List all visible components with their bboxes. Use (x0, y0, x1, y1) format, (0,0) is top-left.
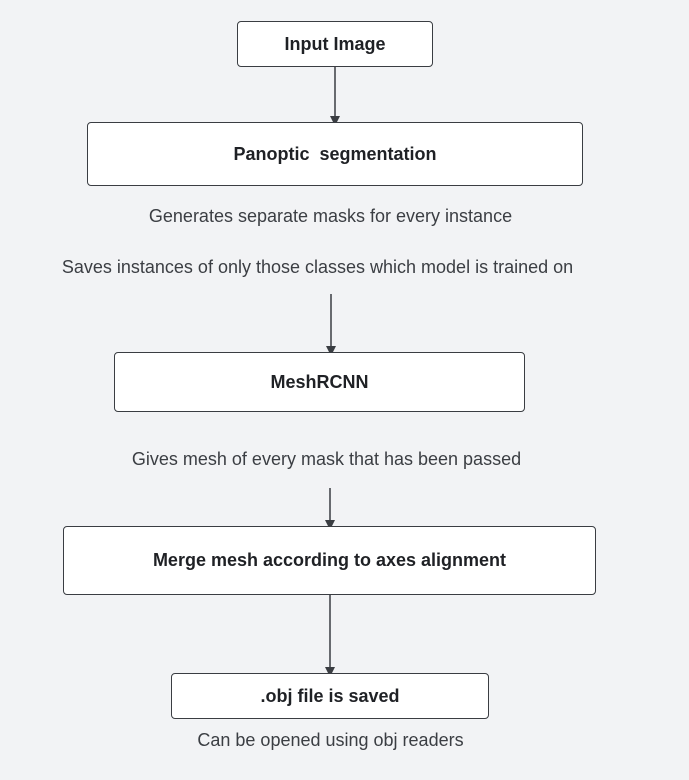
node-merge-mesh-label: Merge mesh according to axes alignment (152, 550, 507, 570)
caption-saves-instances: Saves instances of only those classes wh… (61, 257, 574, 277)
node-obj-file-saved-label: .obj file is saved (260, 685, 400, 706)
node-meshrcnn: MeshRCNN (114, 352, 525, 412)
node-input-image-label: Input Image (284, 33, 386, 54)
caption-gives-mesh: Gives mesh of every mask that has been p… (131, 449, 522, 469)
node-meshrcnn-label: MeshRCNN (270, 371, 369, 392)
node-panoptic-segmentation-label: Panoptic segmentation (233, 143, 437, 164)
node-merge-mesh: Merge mesh according to axes alignment (63, 526, 596, 595)
node-panoptic-segmentation: Panoptic segmentation (87, 122, 583, 186)
node-input-image: Input Image (237, 21, 433, 67)
caption-can-be-opened: Can be opened using obj readers (197, 730, 464, 750)
caption-generates-masks: Generates separate masks for every insta… (148, 206, 513, 226)
node-obj-file-saved: .obj file is saved (171, 673, 489, 719)
